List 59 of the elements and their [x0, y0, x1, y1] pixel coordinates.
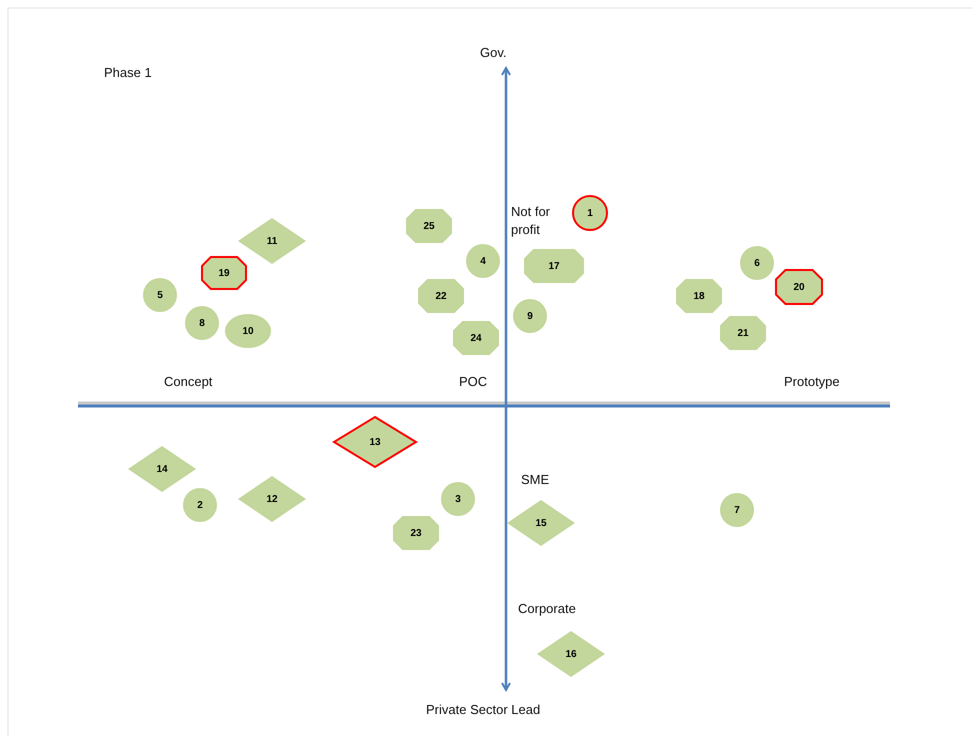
marker-number: 16 — [565, 648, 577, 660]
circle-marker — [572, 195, 608, 231]
diamond-marker — [506, 499, 576, 547]
circle-marker — [182, 487, 218, 523]
marker-number: 23 — [410, 528, 422, 538]
diamond-marker — [127, 445, 197, 493]
marker-number: 7 — [734, 504, 740, 516]
marker-number: 20 — [793, 282, 805, 292]
circle-marker — [719, 492, 755, 528]
marker-number: 17 — [548, 260, 560, 272]
marker-number: 13 — [369, 436, 381, 448]
marker-number: 6 — [754, 258, 760, 268]
octagon-marker — [452, 320, 500, 356]
axis-label: SME — [521, 471, 550, 489]
marker-number: 19 — [218, 268, 230, 278]
marker-number: 10 — [242, 326, 254, 336]
marker-number: 11 — [266, 236, 278, 246]
circle-marker — [440, 481, 476, 517]
axis-label: POC — [459, 373, 488, 391]
phase-label: Phase 1 — [104, 64, 152, 82]
marker-number: 12 — [266, 494, 278, 504]
marker-number: 9 — [527, 310, 533, 322]
marker-number: 24 — [470, 332, 482, 344]
marker-number: 15 — [535, 518, 547, 528]
octagon-marker — [392, 515, 440, 551]
axis-label: Gov. — [480, 44, 506, 62]
marker-number: 8 — [199, 318, 205, 328]
circle-marker — [512, 298, 548, 334]
diamond-marker — [536, 630, 606, 678]
marker-number: 22 — [435, 290, 447, 302]
marker-number: 25 — [423, 220, 435, 232]
marker-number: 5 — [157, 290, 163, 300]
marker-number: 21 — [737, 328, 749, 338]
octagon-marker — [719, 315, 767, 351]
octagon-marker — [675, 278, 723, 314]
octagon-marker — [523, 248, 585, 284]
octagon-marker — [405, 208, 453, 244]
marker-number: 1 — [587, 208, 593, 218]
octagon-marker — [417, 278, 465, 314]
octagon-marker — [201, 256, 247, 290]
marker-number: 18 — [693, 290, 705, 302]
marker-number: 14 — [156, 464, 168, 474]
axis-label: Concept — [164, 373, 212, 391]
axis-label: Corporate — [518, 600, 576, 618]
circle-marker — [465, 243, 501, 279]
marker-number: 3 — [455, 494, 461, 504]
circle-marker — [224, 313, 272, 349]
circle-marker — [739, 245, 775, 281]
diamond-marker — [237, 475, 307, 523]
diamond-marker — [333, 416, 417, 468]
marker-number: 2 — [197, 500, 203, 510]
octagon-marker — [775, 269, 823, 305]
axis-label: Private Sector Lead — [426, 701, 540, 719]
axis-label: Not for profit — [511, 203, 552, 239]
diamond-marker — [237, 217, 307, 265]
axis-label: Prototype — [784, 373, 840, 391]
marker-number: 4 — [480, 256, 486, 266]
circle-marker — [184, 305, 220, 341]
circle-marker — [142, 277, 178, 313]
